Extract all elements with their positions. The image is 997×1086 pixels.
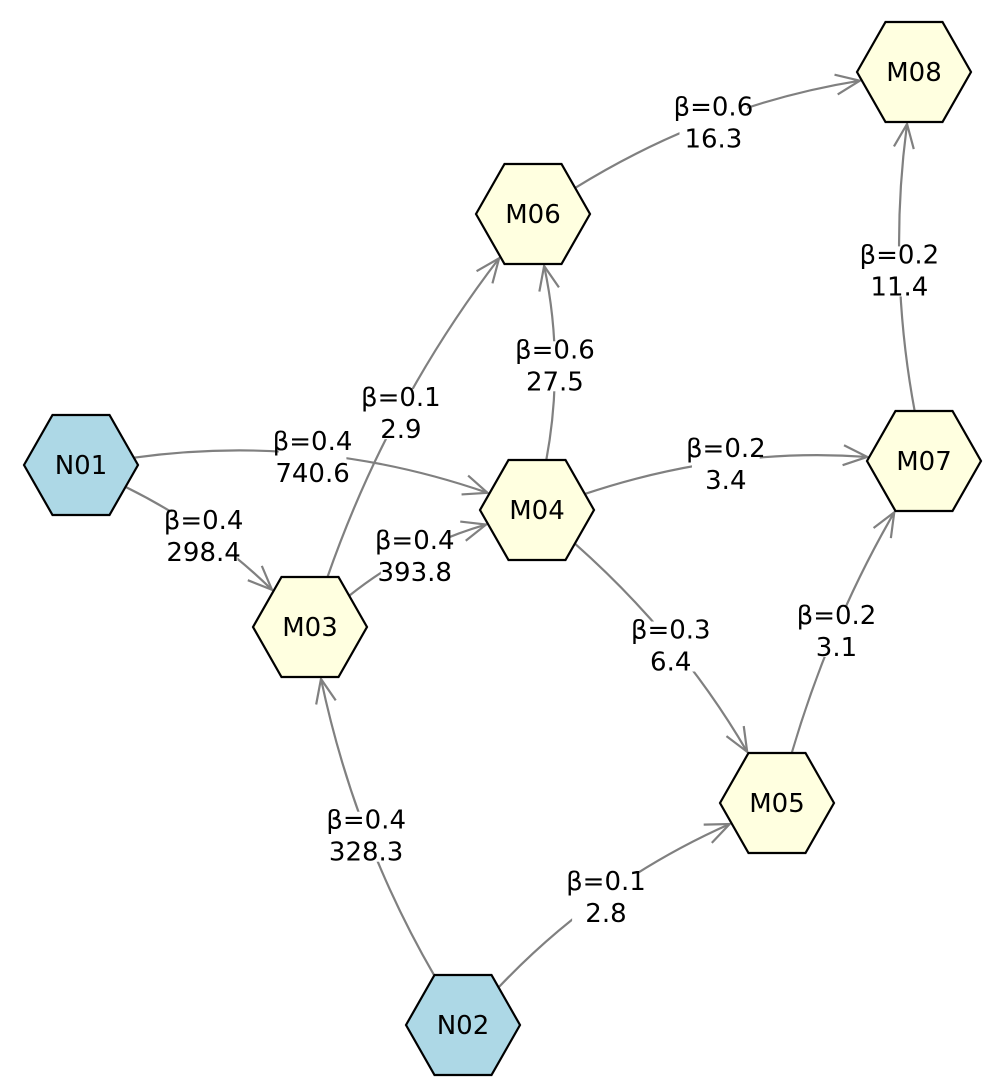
arrowhead-icon — [315, 676, 337, 705]
edge-beta-label: β=0.2 — [860, 240, 940, 270]
node-label: N02 — [437, 1011, 490, 1041]
arrowhead-icon — [893, 121, 915, 150]
node-m08[interactable]: M08 — [855, 20, 973, 124]
edge-label-background — [169, 512, 238, 563]
edge-label: β=0.12.8 — [566, 867, 646, 929]
edge-value-label: 11.4 — [870, 272, 928, 302]
edge-beta-label: β=0.3 — [631, 616, 711, 646]
edge-label: β=0.12.9 — [361, 383, 441, 445]
edge-label-background — [521, 341, 589, 392]
edge-value-label: 3.1 — [816, 633, 857, 663]
node-n02[interactable]: N02 — [404, 973, 522, 1077]
node-label: M04 — [509, 496, 565, 526]
edge-beta-label: β=0.1 — [361, 383, 441, 413]
edge-label: β=0.36.4 — [631, 616, 711, 678]
edge-label-background — [367, 389, 435, 440]
edge-label: β=0.627.5 — [515, 335, 595, 397]
arrowhead-icon — [460, 520, 489, 542]
node-m04[interactable]: M04 — [478, 458, 596, 562]
arrowhead-icon — [703, 822, 733, 844]
edge-label-background — [572, 873, 640, 924]
edge-value-label: 3.4 — [705, 466, 746, 496]
edge-value-label: 393.8 — [377, 558, 451, 588]
arrowhead-icon — [842, 444, 871, 467]
hexagon-node-shape — [404, 973, 522, 1077]
hexagon-node-shape — [865, 409, 983, 513]
hexagon-node-shape — [718, 751, 836, 855]
edge-beta-label: β=0.2 — [686, 434, 766, 464]
arrowhead-icon — [461, 474, 491, 496]
edge-label-background — [278, 433, 347, 484]
node-m05[interactable]: M05 — [718, 751, 836, 855]
edge-label-background — [865, 246, 934, 297]
edge-value-label: 298.4 — [166, 538, 240, 568]
edge-value-label: 27.5 — [526, 367, 584, 397]
edge-beta-label: β=0.4 — [375, 526, 455, 556]
edge-beta-label: β=0.4 — [273, 427, 353, 457]
edge-beta-label: β=0.4 — [326, 806, 406, 836]
edge-label-background — [802, 606, 871, 657]
edge-value-label: 16.3 — [684, 125, 742, 155]
edge-label: β=0.23.4 — [686, 434, 766, 496]
node-label: M05 — [749, 789, 805, 819]
arrowhead-icon — [538, 263, 560, 292]
hexagon-node-shape — [251, 575, 369, 679]
node-n01[interactable]: N01 — [22, 413, 140, 517]
edge-value-label: 740.6 — [275, 459, 349, 489]
edge-value-label: 2.8 — [585, 899, 626, 929]
hexagon-node-shape — [478, 458, 596, 562]
edge-beta-label: β=0.1 — [566, 867, 646, 897]
hexagon-node-shape — [474, 162, 592, 266]
edge-label-background — [332, 811, 401, 862]
node-label: M08 — [886, 58, 942, 88]
edge-value-label: 328.3 — [329, 838, 403, 868]
hexagon-node-shape — [22, 413, 140, 517]
arrowhead-icon — [476, 255, 501, 284]
edge-label-background — [691, 440, 760, 491]
node-label: N01 — [55, 451, 108, 481]
edge-label: β=0.616.3 — [674, 93, 754, 155]
edge-label-background — [380, 531, 449, 582]
node-m06[interactable]: M06 — [474, 162, 592, 266]
edge-beta-label: β=0.2 — [797, 601, 877, 631]
edge-label: β=0.211.4 — [860, 240, 940, 302]
edge-beta-label: β=0.6 — [515, 335, 595, 365]
hexagon-node-shape — [855, 20, 973, 124]
edge-beta-label: β=0.6 — [674, 93, 754, 123]
edge-value-label: 6.4 — [650, 648, 691, 678]
node-m07[interactable]: M07 — [865, 409, 983, 513]
arrowhead-icon — [247, 565, 275, 592]
edge-label-background — [636, 621, 705, 672]
edge-label-background — [679, 98, 748, 149]
edge-value-label: 2.9 — [380, 415, 421, 445]
arrowhead-icon — [872, 509, 896, 539]
arrowhead-icon — [834, 73, 863, 96]
node-label: M03 — [282, 613, 338, 643]
arrowhead-icon — [725, 725, 749, 755]
edge-label: β=0.23.1 — [797, 601, 877, 663]
node-m03[interactable]: M03 — [251, 575, 369, 679]
node-label: M06 — [505, 200, 561, 230]
node-label: M07 — [896, 447, 952, 477]
edge-beta-label: β=0.4 — [164, 506, 244, 536]
edge-labels-layer: β=0.4740.6β=0.4298.4β=0.4328.3β=0.12.8β=… — [164, 93, 940, 930]
